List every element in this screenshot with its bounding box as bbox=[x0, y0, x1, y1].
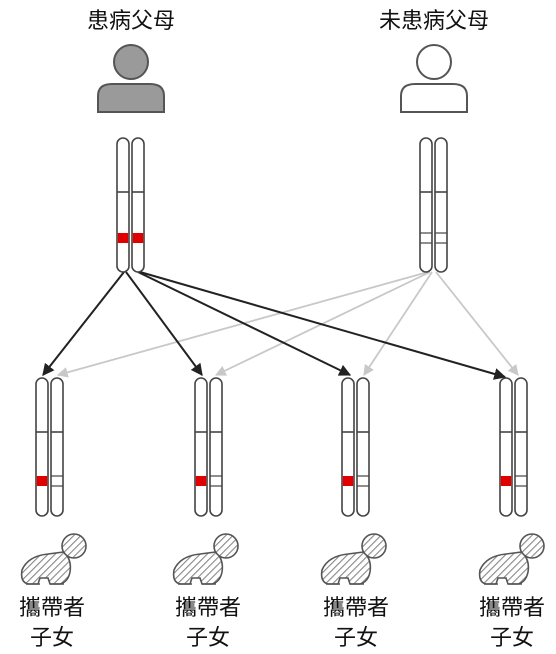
person-icon-filled bbox=[97, 44, 165, 113]
child-2-label: 攜帶者 子女 bbox=[153, 594, 263, 654]
unaffected-inheritance-arrows bbox=[56, 271, 519, 378]
child-label-line2: 子女 bbox=[29, 626, 74, 651]
mutation-marker-right bbox=[132, 233, 144, 243]
child-label-line1: 攜帶者 bbox=[174, 596, 241, 621]
crawling-baby-icon bbox=[20, 533, 87, 585]
arrow-affected-to-child-1 bbox=[42, 271, 125, 376]
unaffected-parent-chromosomes bbox=[419, 137, 448, 273]
child-label-line2: 子女 bbox=[333, 626, 378, 651]
affected-inheritance-arrows bbox=[42, 271, 507, 380]
child-1-label: 攜帶者 子女 bbox=[0, 594, 107, 654]
child-2-chromosomes bbox=[194, 377, 223, 517]
chromosome-right bbox=[131, 137, 145, 273]
mutation-marker bbox=[36, 476, 48, 486]
mutation-marker bbox=[500, 476, 512, 486]
affected-parent-chromosomes bbox=[116, 137, 145, 273]
arrow-unaffected-to-child-4 bbox=[435, 271, 519, 376]
crawling-baby-icon bbox=[172, 533, 239, 585]
mutation-marker bbox=[342, 476, 354, 486]
child-label-line1: 攜帶者 bbox=[18, 596, 85, 621]
arrow-affected-to-child-4 bbox=[139, 271, 507, 380]
affected-parent-label: 患病父母 bbox=[86, 9, 175, 34]
child-label-line2: 子女 bbox=[185, 626, 230, 651]
child-4-label: 攜帶者 子女 bbox=[457, 594, 556, 654]
person-icon-outline bbox=[400, 44, 468, 113]
arrow-unaffected-to-child-2 bbox=[215, 271, 431, 376]
chromosome-left bbox=[116, 137, 130, 273]
mutation-marker bbox=[195, 476, 207, 486]
arrow-unaffected-to-child-3 bbox=[363, 271, 433, 376]
mutation-marker-left bbox=[117, 233, 129, 243]
child-label-line1: 攜帶者 bbox=[478, 596, 545, 621]
child-label-line1: 攜帶者 bbox=[322, 596, 389, 621]
child-1-chromosomes bbox=[35, 377, 64, 517]
chromosome-right bbox=[434, 137, 448, 273]
child-label-line2: 子女 bbox=[489, 626, 534, 651]
crawling-baby-icon bbox=[320, 533, 387, 585]
chromosome-left bbox=[419, 137, 433, 273]
unaffected-parent-label: 未患病父母 bbox=[378, 9, 489, 34]
arrow-affected-to-child-2 bbox=[125, 271, 203, 376]
child-4-chromosomes bbox=[499, 377, 528, 517]
arrow-affected-to-child-3 bbox=[137, 271, 352, 376]
crawling-baby-icon bbox=[478, 533, 545, 585]
child-3-label: 攜帶者 子女 bbox=[301, 594, 411, 654]
child-3-chromosomes bbox=[341, 377, 370, 517]
